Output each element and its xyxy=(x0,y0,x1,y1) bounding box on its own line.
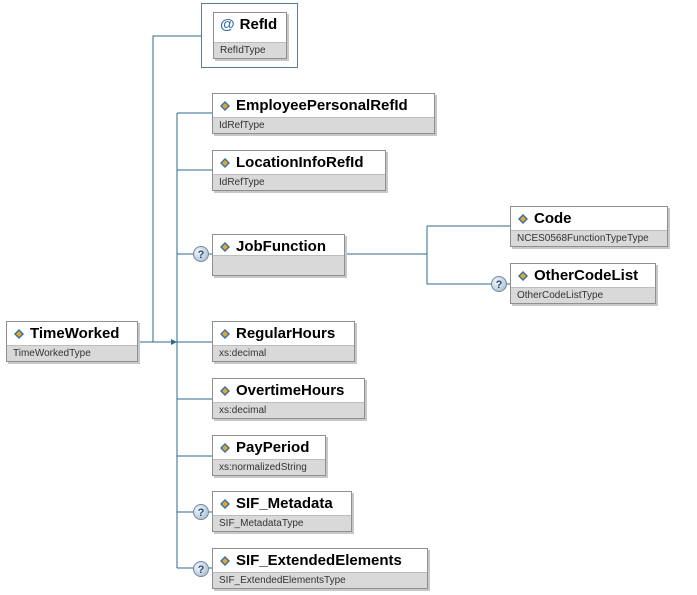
attribute-group: @ RefId RefIdType xyxy=(201,3,298,68)
attribute-node-refid[interactable]: @ RefId RefIdType xyxy=(213,12,287,59)
element-type: IdRefType xyxy=(213,174,385,190)
element-node-overtimehours[interactable]: OvertimeHours xs:decimal xyxy=(212,378,365,419)
element-node-employeepersonalrefid[interactable]: EmployeePersonalRefId IdRefType xyxy=(212,93,435,134)
element-title: Code xyxy=(511,207,667,230)
element-name: OvertimeHours xyxy=(236,382,345,399)
element-type: xs:decimal xyxy=(213,402,364,418)
root-element-node[interactable]: TimeWorked TimeWorkedType xyxy=(6,321,138,362)
attribute-name: RefId xyxy=(239,16,278,33)
optional-marker-icon: ? xyxy=(193,561,209,577)
element-name: EmployeePersonalRefId xyxy=(236,97,408,114)
element-node-othercodelist[interactable]: OtherCodeList OtherCodeListType xyxy=(510,263,656,304)
attribute-type: RefIdType xyxy=(214,42,286,58)
element-title: EmployeePersonalRefId xyxy=(213,94,434,117)
root-element-title: TimeWorked xyxy=(7,322,137,345)
element-icon xyxy=(220,241,230,252)
element-icon xyxy=(220,100,230,111)
element-name: RegularHours xyxy=(236,325,336,342)
element-icon xyxy=(518,270,528,281)
element-title: SIF_ExtendedElements xyxy=(213,549,427,572)
element-icon xyxy=(220,157,230,168)
element-title: RegularHours xyxy=(213,322,354,345)
element-title: OtherCodeList xyxy=(511,264,655,287)
element-icon xyxy=(220,498,230,509)
optional-marker-icon: ? xyxy=(193,246,209,262)
element-name: PayPeriod xyxy=(236,439,310,456)
element-node-locationinforefid[interactable]: LocationInfoRefId IdRefType xyxy=(212,150,386,191)
element-type: xs:decimal xyxy=(213,345,354,361)
element-node-code[interactable]: Code NCES0568FunctionTypeType xyxy=(510,206,668,247)
optional-marker-icon: ? xyxy=(491,276,507,292)
element-name: OtherCodeList xyxy=(534,267,639,284)
element-icon xyxy=(220,555,230,566)
element-name: LocationInfoRefId xyxy=(236,154,364,171)
element-title: JobFunction xyxy=(213,235,344,258)
optional-marker-icon: ? xyxy=(193,504,209,520)
element-title: SIF_Metadata xyxy=(213,492,351,515)
element-type: SIF_MetadataType xyxy=(213,515,351,531)
element-name: JobFunction xyxy=(236,238,326,255)
element-node-sif-extendedelements[interactable]: SIF_ExtendedElements SIF_ExtendedElement… xyxy=(212,548,428,589)
element-name: Code xyxy=(534,210,572,227)
element-node-payperiod[interactable]: PayPeriod xs:normalizedString xyxy=(212,435,326,476)
element-icon xyxy=(518,213,528,224)
element-node-jobfunction[interactable]: JobFunction xyxy=(212,234,345,276)
element-type: OtherCodeListType xyxy=(511,287,655,303)
element-type: NCES0568FunctionTypeType xyxy=(511,230,667,246)
element-icon xyxy=(220,442,230,453)
root-element-name: TimeWorked xyxy=(30,325,120,342)
element-icon xyxy=(220,328,230,339)
element-name: SIF_ExtendedElements xyxy=(236,552,402,569)
element-node-sif-metadata[interactable]: SIF_Metadata SIF_MetadataType xyxy=(212,491,352,532)
element-type: xs:normalizedString xyxy=(213,459,325,475)
element-title: OvertimeHours xyxy=(213,379,364,402)
element-name: SIF_Metadata xyxy=(236,495,333,512)
element-type: IdRefType xyxy=(213,117,434,133)
element-type xyxy=(213,255,344,275)
element-icon xyxy=(220,385,230,396)
attribute-title: @ RefId xyxy=(214,13,286,36)
root-element-type: TimeWorkedType xyxy=(7,345,137,361)
element-icon xyxy=(14,328,24,339)
element-title: LocationInfoRefId xyxy=(213,151,385,174)
attribute-icon: @ xyxy=(220,15,235,33)
element-node-regularhours[interactable]: RegularHours xs:decimal xyxy=(212,321,355,362)
element-type: SIF_ExtendedElementsType xyxy=(213,572,427,588)
element-title: PayPeriod xyxy=(213,436,325,459)
